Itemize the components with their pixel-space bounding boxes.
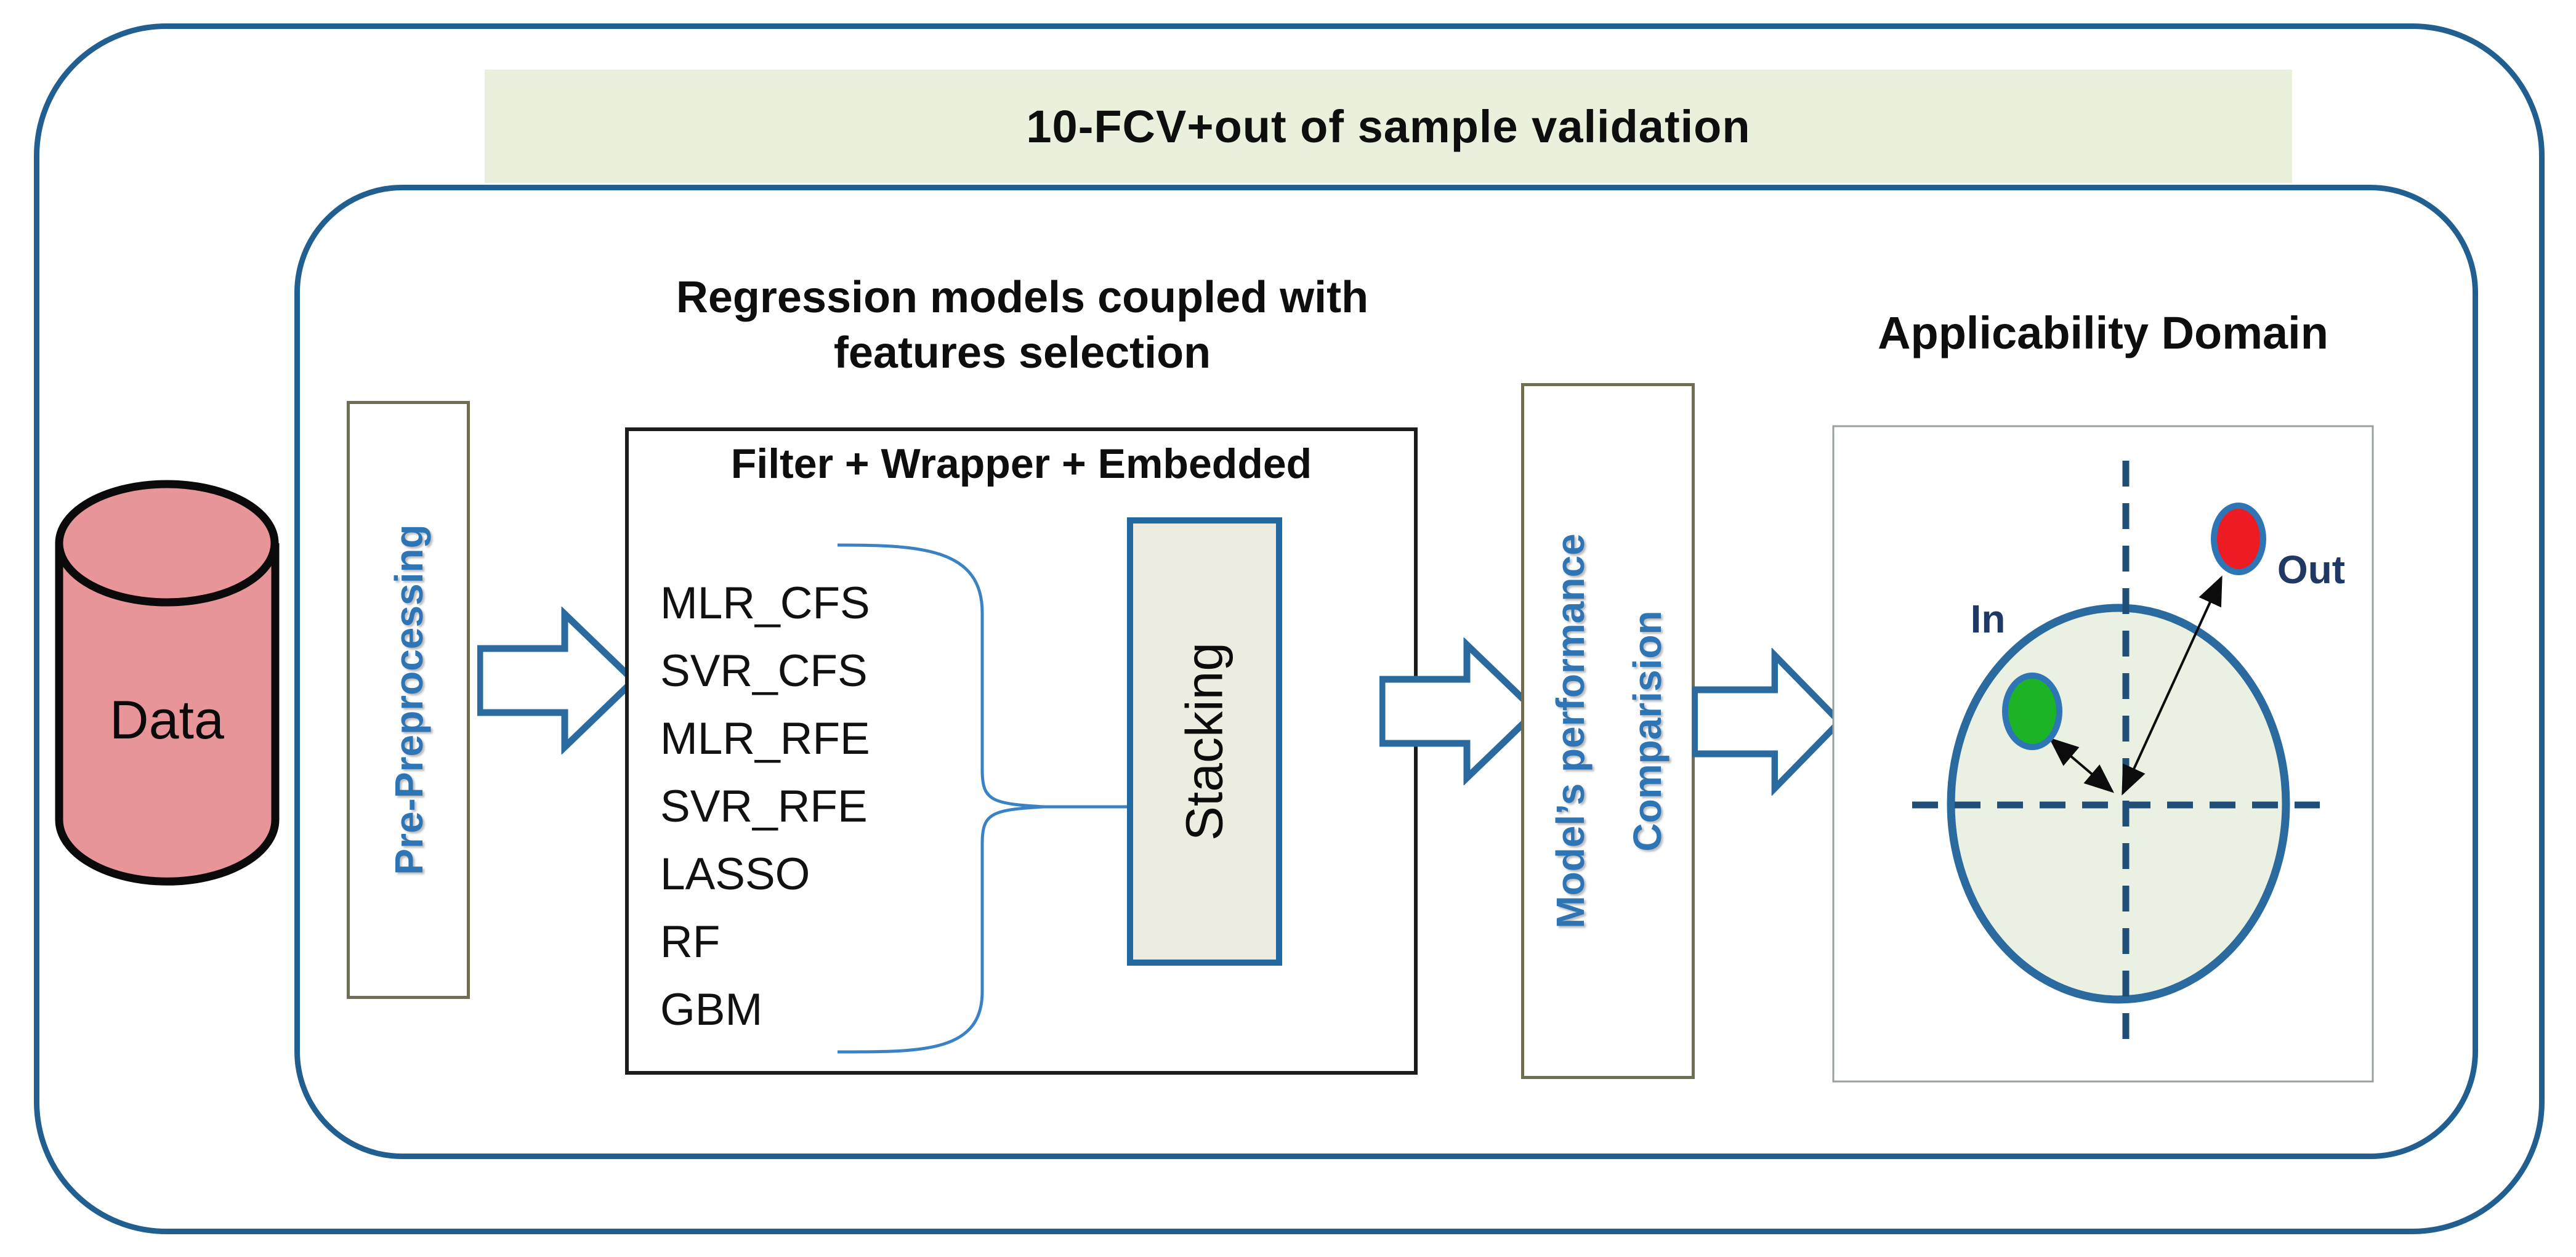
list-item: SVR_RFE xyxy=(660,782,868,831)
comparison-box xyxy=(1521,383,1695,1079)
distance-arrow-out xyxy=(2122,575,2223,796)
in-label: In xyxy=(1970,597,2006,641)
preprocessing-box xyxy=(347,401,470,999)
comparison-label: Model’s performance Comparision xyxy=(1532,533,1686,928)
distance-arrow-in xyxy=(2048,737,2115,793)
comparison-label-line2: Comparision xyxy=(1625,610,1670,852)
regression-title-line1: Regression models coupled with xyxy=(676,273,1369,322)
applicability-domain-plot xyxy=(1832,425,2374,1083)
ad-title: Applicability Domain xyxy=(1878,307,2328,358)
feature-selection-box xyxy=(625,427,1418,1075)
in-point xyxy=(2002,673,2062,750)
list-item: MLR_RFE xyxy=(660,714,870,764)
stacking-box xyxy=(1127,517,1282,966)
comparison-label-line1: Model’s performance xyxy=(1548,533,1593,929)
preprocessing-label: Pre-Preprocessing xyxy=(387,524,431,875)
out-point xyxy=(2211,503,2266,575)
list-item: RF xyxy=(660,917,721,967)
out-label: Out xyxy=(2277,548,2346,592)
flow-arrow-2-icon xyxy=(1379,637,1540,785)
stacking-label: Stacking xyxy=(1175,642,1233,841)
database-cylinder-icon xyxy=(55,480,280,886)
outer-frame xyxy=(34,23,2545,1234)
validation-banner: 10-FCV+out of sample validation xyxy=(485,70,2292,183)
flow-arrow-1-icon xyxy=(477,607,637,754)
list-item: MLR_CFS xyxy=(660,578,870,628)
flow-arrow-3-icon xyxy=(1692,648,1843,796)
list-item: SVR_CFS xyxy=(660,646,868,696)
regression-section-title: Regression models coupled with features … xyxy=(625,270,1419,381)
feature-selection-header: Filter + Wrapper + Embedded xyxy=(730,440,1312,487)
brace-connector-icon xyxy=(837,543,1128,1054)
data-cylinder-label: Data xyxy=(110,689,224,750)
list-item: GBM xyxy=(660,985,763,1035)
inner-frame xyxy=(294,185,2478,1159)
regression-title-line2: features selection xyxy=(833,328,1211,378)
list-item: LASSO xyxy=(660,849,810,899)
model-list: MLR_CFS SVR_CFS MLR_RFE SVR_RFE LASSO RF… xyxy=(660,570,1005,1044)
